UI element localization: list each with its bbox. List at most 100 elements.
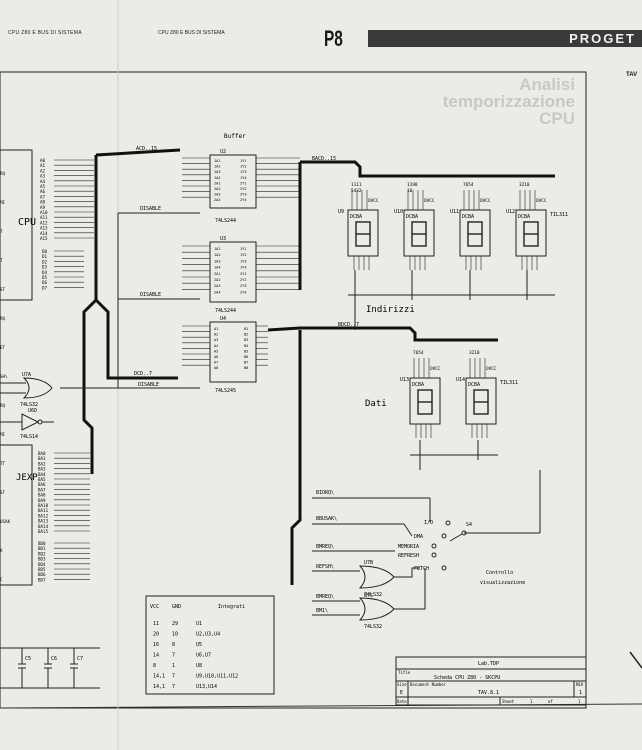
display-bit-label: 10 (407, 188, 413, 194)
size-label: Size (397, 682, 407, 687)
cpu-pin-label: A13 (40, 226, 48, 231)
docnum-label: Document Number (410, 682, 447, 687)
chip-pin-name: 2A1 (214, 181, 221, 185)
display-header: DCBA (350, 214, 362, 220)
bleed-through-text: Analisi temporizzazione CPU (395, 76, 575, 127)
capacitor: C6 (44, 648, 57, 688)
svg-text:74LS14: 74LS14 (20, 434, 38, 440)
left-cut-label: K (0, 548, 3, 553)
chip-u2: U2 74LS244 (209, 149, 257, 224)
chip-pin-name: A6 (214, 355, 218, 359)
indirizzi-label: Indirizzi (366, 305, 415, 315)
tav-label: TAV (626, 72, 638, 78)
chip-pin-name: B6 (244, 355, 248, 359)
dati-label: Dati (365, 399, 387, 409)
chip-pin-name: A1 (214, 327, 218, 331)
chip-pin-name: B4 (244, 344, 248, 348)
chip-pin-name: 2Y1 (240, 272, 247, 276)
jexp-block (0, 444, 33, 586)
svg-text:U7A: U7A (22, 372, 31, 378)
chip-pin-name: A7 (214, 361, 218, 365)
header-section-title-mid: CPU Z80 E BUS DI SISTEMA (158, 30, 225, 36)
display-header: DCBA (406, 214, 418, 220)
rev-value: 1 (579, 690, 582, 696)
display-ref: U13 (400, 377, 409, 383)
power-table-cell: 8 (153, 663, 156, 669)
switch-option-fetch: FETCH (414, 566, 429, 572)
chip-pin-name: B5 (244, 349, 248, 353)
cpu-pin-label: D5 (42, 275, 48, 280)
chip-pin-name: A8 (214, 366, 218, 370)
chip-pin-name: 2A3 (214, 284, 221, 288)
chip-pin-name: 2Y2 (240, 278, 247, 282)
power-table-cell: 10 (172, 632, 178, 638)
jexp-pin-label: BA14 (38, 524, 49, 529)
jexp-pin-label: BD1 (38, 546, 46, 551)
cpu-pin-label: A11 (40, 215, 48, 220)
title-value: Scheda CPU Z80 - SKCPU (434, 675, 500, 681)
rev-label: REV (576, 682, 584, 687)
display-bit-label: 7654 (413, 350, 424, 356)
display-bit-label: 5432 (351, 188, 362, 194)
chip-pin-name: A5 (214, 349, 218, 353)
gate-u6d: U6D 74LS14 (20, 408, 43, 440)
cpu-pin-label: A8 (40, 200, 46, 205)
power-table-cell: 14,1 (153, 674, 165, 680)
svg-text:U6D: U6D (28, 408, 37, 414)
sheet-value: 1 (530, 699, 533, 704)
switch-option-io: I/O (424, 520, 433, 526)
svg-text:U2: U2 (220, 149, 226, 155)
gate-u7a: U7A 74LS32 (20, 372, 53, 408)
power-table-cell: 11 (153, 621, 159, 627)
jexp-pin-label: BA5 (38, 477, 46, 482)
title-block: Lab.TDP Title Scheda CPU Z80 - SKCPU Siz… (395, 656, 587, 706)
power-table-header: GND (172, 604, 181, 610)
display-part: TIL311 (500, 380, 518, 386)
jexp-pin-label: BA9 (38, 498, 46, 503)
jexp-pin-label: BD7 (38, 577, 46, 582)
cpu-pin-label: A12 (40, 220, 48, 225)
jexp-pin-label: BA0 (38, 451, 46, 456)
chip-pin-name: 1A1 (214, 247, 221, 251)
chip-pin-name: A3 (214, 338, 218, 342)
display-ovcc: OVCC (368, 198, 379, 204)
capacitor-label: C6 (51, 656, 57, 662)
left-cut-label: MI (0, 200, 6, 205)
display-bit-label: 1111 (351, 182, 362, 188)
left-cut-label: ST (0, 287, 6, 292)
display-ovcc: OVCC (480, 198, 491, 204)
cpu-block (0, 149, 33, 301)
chip-pin-name: 2A3 (214, 193, 221, 197)
jexp-pin-label: BD4 (38, 562, 46, 567)
display-ref: U11 (450, 209, 459, 215)
chip-pin-name: B7 (244, 361, 248, 365)
visualizzazione-label: visualizzazione (480, 580, 525, 586)
display-power-net (348, 270, 555, 330)
cpu-pin-label: D0 (42, 249, 48, 254)
power-table-cell: 16 (153, 642, 159, 648)
power-table-cell: U5 (196, 642, 202, 648)
display-header: DCBA (462, 214, 474, 220)
display-ovcc: OVCC (536, 198, 547, 204)
svg-text:U7C: U7C (364, 593, 373, 599)
left-cut-label: T (0, 258, 3, 263)
power-table-cell: 7 (172, 653, 175, 659)
controllo-label: Controllo (486, 570, 513, 576)
power-table-header: VCC (150, 604, 159, 610)
size-value: E (400, 690, 403, 696)
svg-text:74LS244: 74LS244 (215, 308, 236, 314)
svg-text:74LS245: 74LS245 (215, 388, 236, 394)
bd-bus-vertical (290, 330, 302, 585)
display-header: DCBA (518, 214, 530, 220)
power-table-cell: U6,U7 (196, 653, 211, 659)
jexp-pin-label: BA13 (38, 519, 49, 524)
dcd-bus (94, 298, 178, 380)
chip-u3: U3 74LS244 (209, 236, 257, 314)
display-ovcc: OVCC (430, 366, 441, 372)
power-table-cell: U1 (196, 621, 202, 627)
left-cut-label: TT (0, 461, 6, 466)
